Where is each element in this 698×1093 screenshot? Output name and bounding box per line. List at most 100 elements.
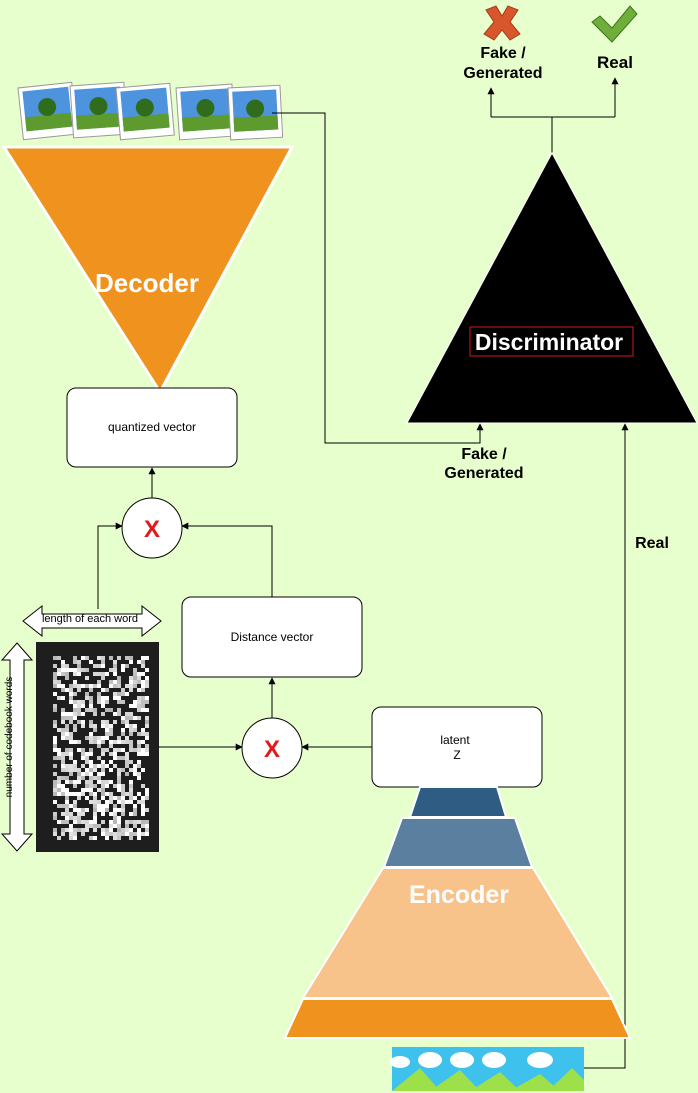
distance-vector-box: Distance vector — [181, 596, 363, 678]
codebook-cell — [73, 836, 77, 840]
codebook-cell — [113, 672, 117, 676]
codebook-cell — [65, 776, 69, 780]
codebook-cell — [105, 780, 109, 784]
codebook-cell — [89, 772, 93, 776]
encoder-label: Encoder — [409, 881, 509, 909]
codebook-cell — [97, 684, 101, 688]
codebook-cell — [97, 656, 101, 660]
codebook-cell — [73, 792, 77, 796]
codebook-cell — [81, 792, 85, 796]
codebook-cell — [129, 836, 133, 840]
codebook-cell — [109, 752, 113, 756]
codebook-cell — [61, 820, 65, 824]
codebook-cell — [65, 788, 69, 792]
codebook-cell — [89, 792, 93, 796]
codebook-cell — [129, 684, 133, 688]
codebook-cell — [77, 772, 81, 776]
codebook-cell — [69, 828, 73, 832]
codebook-cell — [81, 712, 85, 716]
codebook-cells — [53, 656, 149, 840]
codebook-cell — [105, 808, 109, 812]
codebook-cell — [129, 796, 133, 800]
codebook-cell — [69, 740, 73, 744]
codebook-cell — [89, 784, 93, 788]
codebook-cell — [77, 684, 81, 688]
codebook-cell — [105, 696, 109, 700]
codebook-cell — [57, 792, 61, 796]
codebook-cell — [85, 808, 89, 812]
codebook-cell — [117, 700, 121, 704]
codebook-cell — [69, 768, 73, 772]
codebook-cell — [113, 720, 117, 724]
codebook-cell — [129, 828, 133, 832]
codebook-cell — [89, 688, 93, 692]
codebook-cell — [125, 760, 129, 764]
codebook-cell — [101, 788, 105, 792]
codebook-cell — [53, 800, 57, 804]
codebook-cell — [73, 740, 77, 744]
discriminator-label: Discriminator — [475, 329, 623, 355]
codebook-cell — [121, 800, 125, 804]
codebook-cell — [53, 740, 57, 744]
codebook-cell — [137, 732, 141, 736]
codebook-cell — [93, 664, 97, 668]
codebook-cell — [137, 672, 141, 676]
codebook-cell — [141, 688, 145, 692]
codebook-cell — [73, 668, 77, 672]
codebook-cell — [89, 708, 93, 712]
codebook-cell — [141, 808, 145, 812]
codebook-cell — [109, 728, 113, 732]
codebook-cell — [77, 688, 81, 692]
codebook-cell — [65, 724, 69, 728]
codebook-cell — [129, 748, 133, 752]
codebook-cell — [117, 696, 121, 700]
codebook-cell — [137, 836, 141, 840]
codebook-cell — [65, 780, 69, 784]
codebook-cell — [85, 668, 89, 672]
codebook-cell — [73, 832, 77, 836]
codebook-cell — [101, 700, 105, 704]
codebook-cell — [113, 696, 117, 700]
codebook-cell — [69, 752, 73, 756]
codebook-cell — [121, 768, 125, 772]
codebook-cell — [73, 820, 77, 824]
codebook-cell — [73, 764, 77, 768]
codebook-cell — [65, 812, 69, 816]
codebook-cell — [61, 732, 65, 736]
codebook-cell — [117, 828, 121, 832]
codebook-cell — [141, 820, 145, 824]
codebook-cell — [101, 656, 105, 660]
codebook-cell — [89, 684, 93, 688]
codebook-cell — [145, 808, 149, 812]
codebook-cell — [145, 668, 149, 672]
codebook-cell — [85, 756, 89, 760]
codebook-cell — [73, 716, 77, 720]
codebook-cell — [89, 732, 93, 736]
codebook-cell — [137, 660, 141, 664]
codebook-cell — [77, 776, 81, 780]
discriminator-shape — [406, 151, 698, 424]
distance-vector-label: Distance vector — [231, 630, 314, 644]
codebook-cell — [61, 828, 65, 832]
codebook-cell — [113, 824, 117, 828]
codebook-cell — [57, 656, 61, 660]
codebook-cell — [117, 748, 121, 752]
real-images-icon — [390, 1047, 584, 1091]
multiply-top-symbol: X — [144, 516, 160, 543]
codebook-cell — [77, 820, 81, 824]
codebook-cell — [101, 688, 105, 692]
codebook-cell — [129, 716, 133, 720]
codebook-cell — [57, 788, 61, 792]
codebook-cell — [77, 708, 81, 712]
codebook-cell — [109, 796, 113, 800]
codebook-cell — [109, 768, 113, 772]
codebook-cell — [117, 800, 121, 804]
codebook-cell — [125, 716, 129, 720]
codebook-cell — [109, 680, 113, 684]
codebook-cell — [89, 776, 93, 780]
codebook-cell — [77, 664, 81, 668]
codebook-cell — [61, 760, 65, 764]
codebook-cell — [65, 764, 69, 768]
codebook-cell — [73, 828, 77, 832]
